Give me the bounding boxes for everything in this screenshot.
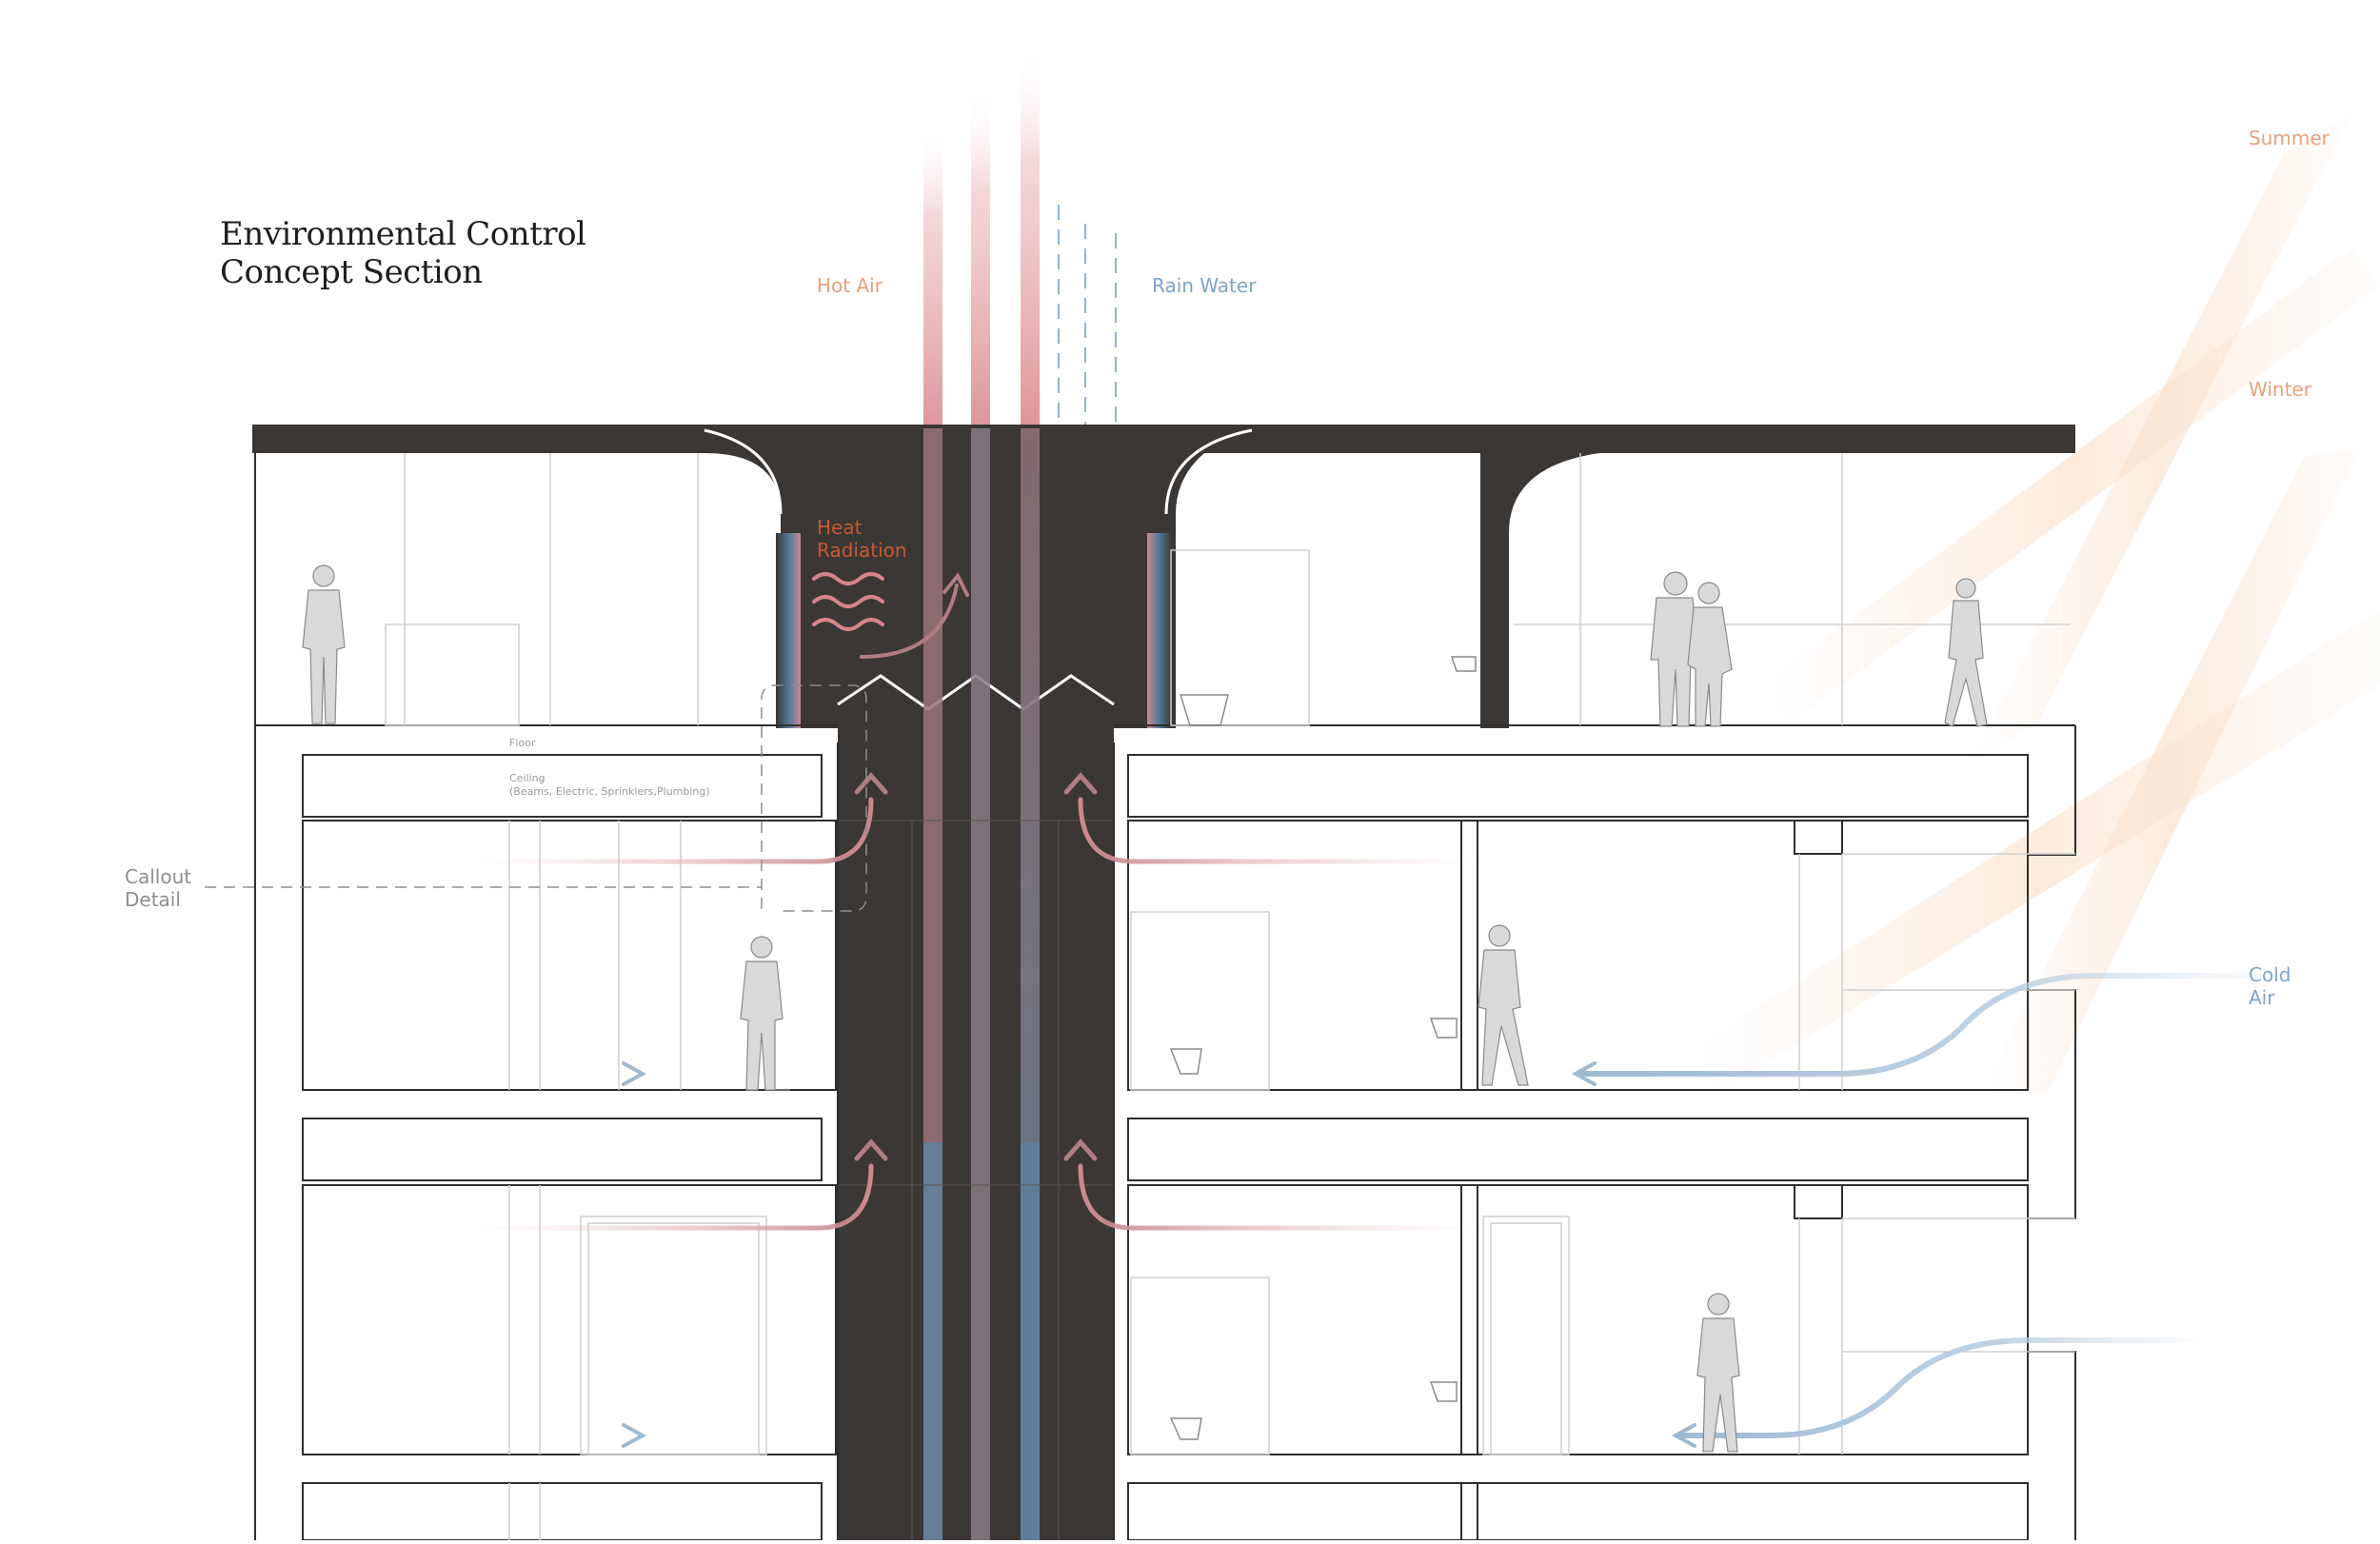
hot-air-plumes — [923, 48, 1040, 428]
core-shaft — [838, 428, 1114, 1540]
heat-radiation-line-2: Radiation — [817, 539, 907, 562]
heat-radiation-label: Heat Radiation — [817, 516, 907, 562]
callout-detail-marker — [205, 684, 867, 912]
title-line-2: Concept Section — [220, 253, 483, 291]
summer-label: Summer — [2249, 127, 2330, 149]
person-figure — [1650, 571, 1699, 727]
person-figure — [1696, 1293, 1740, 1453]
callout-line-1: Callout — [125, 865, 192, 888]
winter-label: Winter — [2249, 378, 2311, 401]
callout-line-2: Detail — [125, 888, 181, 911]
hot-air-flow — [473, 572, 1478, 1231]
ceiling-line-2: (Beams, Electric, Sprinklers,Plumbing) — [509, 785, 710, 798]
callout-detail-label: Callout Detail — [125, 865, 191, 911]
title-line-1: Environmental Control — [220, 215, 586, 253]
cold-air-label: Cold Air — [2249, 963, 2291, 1009]
person-figure — [1944, 578, 1988, 727]
floor-plates — [254, 453, 2076, 1541]
interior-lines — [385, 453, 2075, 1540]
heat-radiation-waves — [812, 572, 884, 631]
human-figures — [302, 564, 1988, 1453]
cold-air-flow — [216, 973, 2288, 1448]
floor-label: Floor — [509, 737, 536, 749]
hot-air-label: Hot Air — [817, 274, 883, 297]
rain-water-label: Rain Water — [1152, 274, 1257, 297]
cold-air-line-2: Air — [2249, 986, 2275, 1009]
heat-radiation-line-1: Heat — [817, 516, 863, 539]
fixtures — [1169, 656, 1477, 1440]
person-figure — [740, 936, 790, 1091]
sun-rays — [1695, 114, 2380, 1095]
person-figure — [1687, 582, 1733, 727]
cold-air-line-1: Cold — [2249, 963, 2291, 986]
ceiling-label: Ceiling (Beams, Electric, Sprinklers,Plu… — [509, 772, 710, 799]
ceiling-line-1: Ceiling — [509, 772, 545, 784]
person-figure — [302, 564, 346, 724]
diagram-title: Environmental Control Concept Section — [220, 215, 586, 291]
person-figure — [1478, 924, 1529, 1086]
